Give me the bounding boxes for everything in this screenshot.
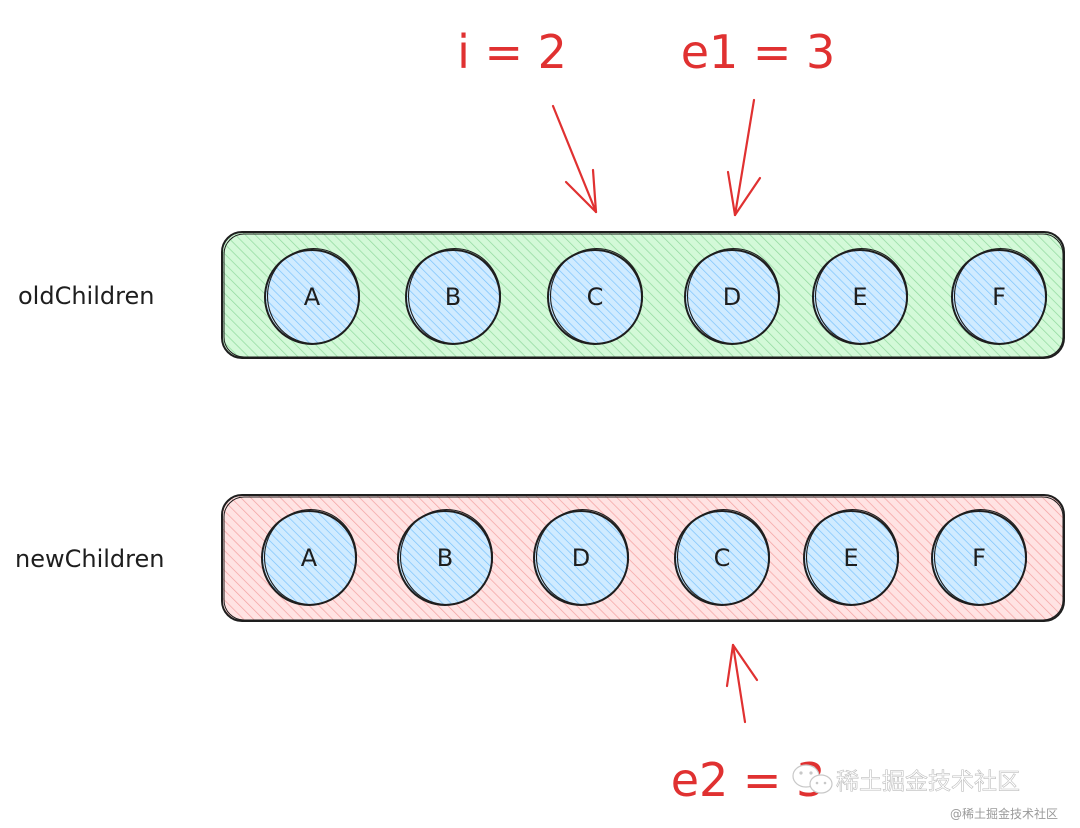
watermark-small-text: @稀土掘金技术社区 [950,806,1058,821]
new-node-label: C [714,544,731,572]
new-node-label: D [572,544,590,572]
old-children-nodes: A B C D E F [264,247,1048,345]
old-node-a: A [264,247,361,345]
old-node-label: D [723,283,741,311]
old-node-e: E [812,247,909,345]
new-node-a: A [261,508,358,606]
old-row-label: oldChildren [18,282,154,310]
watermark: 稀土掘金技术社区 @稀土掘金技术社区 [792,764,1058,821]
new-node-label: A [301,544,318,572]
pointer-e1-arrow [726,98,762,217]
old-node-label: F [992,283,1006,311]
new-node-label: F [972,544,986,572]
old-node-label: A [304,283,321,311]
pointer-i-label: i = 2 [457,25,567,79]
new-node-c: C [674,508,771,606]
pointer-e2-arrow [725,643,759,724]
new-node-b: B [397,508,494,606]
new-node-d: D [533,508,630,606]
watermark-text: 稀土掘金技术社区 [836,769,1020,795]
new-node-e: E [803,508,900,606]
new-node-label: E [843,544,858,572]
new-node-label: B [437,544,453,572]
old-node-label: B [445,283,461,311]
pointer-e1-label: e1 = 3 [681,25,836,79]
old-node-f: F [951,247,1048,345]
old-node-d: D [684,247,781,345]
wechat-icon [792,764,833,794]
new-row-label: newChildren [15,545,164,573]
new-node-f: F [931,508,1028,606]
old-node-label: E [852,283,867,311]
old-node-label: C [587,283,604,311]
pointer-i-arrow [551,104,598,214]
old-node-c: C [547,247,644,345]
old-node-b: B [405,247,502,345]
